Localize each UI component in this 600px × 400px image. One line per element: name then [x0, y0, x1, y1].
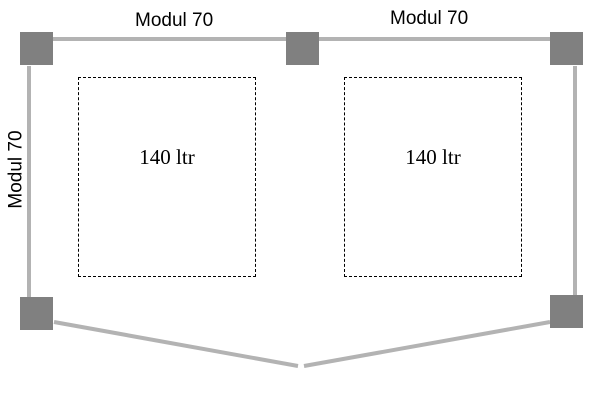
- left-side-module-label: Modul 70: [5, 130, 27, 209]
- post-top-middle: [286, 32, 319, 65]
- rail-bottom-right: [303, 320, 551, 368]
- container-outline-right: 140 ltr: [344, 77, 522, 277]
- top-right-module-label: Modul 70: [390, 8, 469, 29]
- container-label-left: 140 ltr: [139, 145, 195, 169]
- rail-bottom-left: [53, 320, 299, 368]
- container-label-right: 140 ltr: [405, 145, 461, 169]
- post-top-left: [20, 32, 53, 65]
- post-bottom-right: [550, 295, 583, 328]
- container-outline-left: 140 ltr: [78, 77, 256, 277]
- post-top-right: [550, 32, 583, 65]
- top-left-module-label: Modul 70: [135, 10, 214, 31]
- post-bottom-left: [20, 297, 53, 330]
